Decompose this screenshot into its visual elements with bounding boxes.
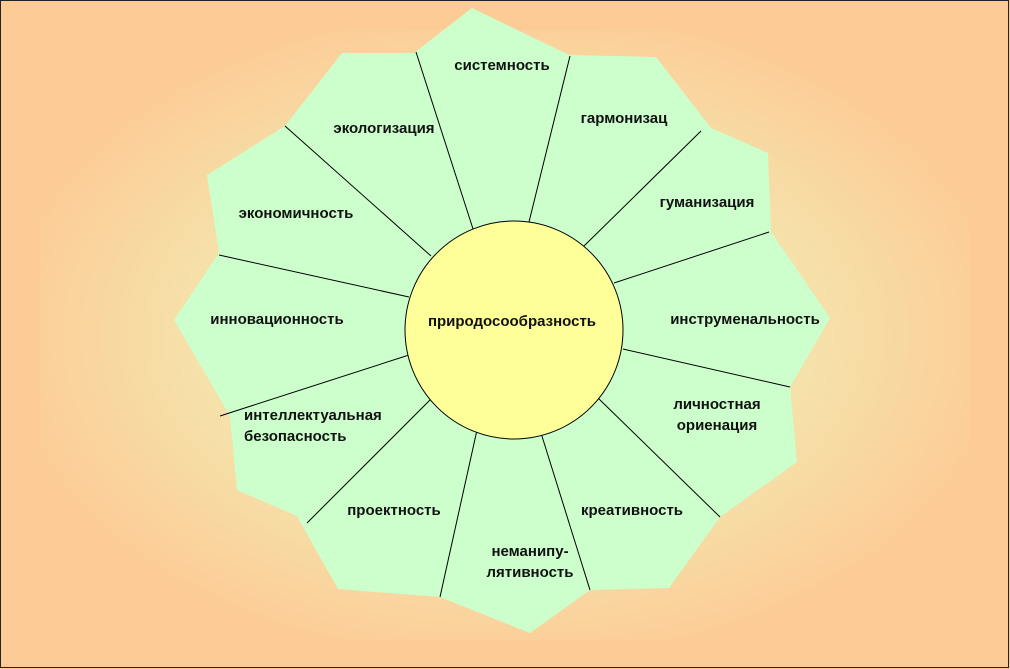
spoke-line <box>540 432 591 591</box>
petal-label-line: неманипу- <box>491 543 568 560</box>
spokes <box>218 51 791 598</box>
petal-label-line: креативность <box>581 502 683 519</box>
petal-label-ekologizaciya: экологизация <box>333 120 434 137</box>
petal-label-line: лятивность <box>486 564 573 581</box>
petal-label-line: гуманизация <box>660 194 755 211</box>
spoke-line <box>219 354 410 417</box>
spoke-line <box>582 130 702 248</box>
petal-label-line: безопасность <box>244 428 347 445</box>
petal-label-proektnost: проектность <box>347 502 441 519</box>
spoke-line <box>597 397 721 518</box>
spoke-line <box>284 125 432 257</box>
petal-label-line: интеллектуальная <box>244 407 382 424</box>
petal-label-line: системность <box>454 57 549 74</box>
petal-labels: системность гармонизац гуманизация инструме… <box>210 57 820 581</box>
petal-label-innovacionnost: инновационность <box>210 311 343 328</box>
petal-label-line: личностная <box>673 396 760 413</box>
petal-label-line: экологизация <box>333 120 434 137</box>
petal-label-instrumenalnost: инструменальность <box>670 311 820 328</box>
petal-label-line: проектность <box>347 502 441 519</box>
petal-label-ekonomichnost: экономичность <box>239 205 354 222</box>
spoke-line <box>415 51 475 233</box>
petal-label-line: инструменальность <box>670 311 820 328</box>
spoke-line <box>527 55 571 227</box>
petal-label-line: гармонизац <box>581 110 668 127</box>
center-label: природосообразность <box>428 313 596 330</box>
petal-label-nemanipulyativnost: неманипу-лятивность <box>486 543 573 581</box>
spoke-line <box>622 348 791 388</box>
petal-label-line: инновационность <box>210 311 343 328</box>
petal-label-lichnostnaya-orienaciya: личностная ориенация <box>673 396 760 434</box>
spoke-line <box>613 231 770 284</box>
petal-label-sistemnost: системность <box>454 57 549 74</box>
petal-label-kreativnost: креативность <box>581 502 683 519</box>
center-circle <box>404 220 624 440</box>
petal-label-intellektualnaya-bezopasnost: интеллектуальная безопасность <box>244 407 382 445</box>
petal-label-line: ориенация <box>677 417 758 434</box>
petal-label-garmonizac: гармонизац <box>581 110 668 127</box>
petal-label-line: экономичность <box>239 205 354 222</box>
spoke-line <box>306 398 432 524</box>
petal-label-gumanizaciya: гуманизация <box>660 194 755 211</box>
spoke-line <box>439 429 478 598</box>
spoke-line <box>218 254 410 298</box>
